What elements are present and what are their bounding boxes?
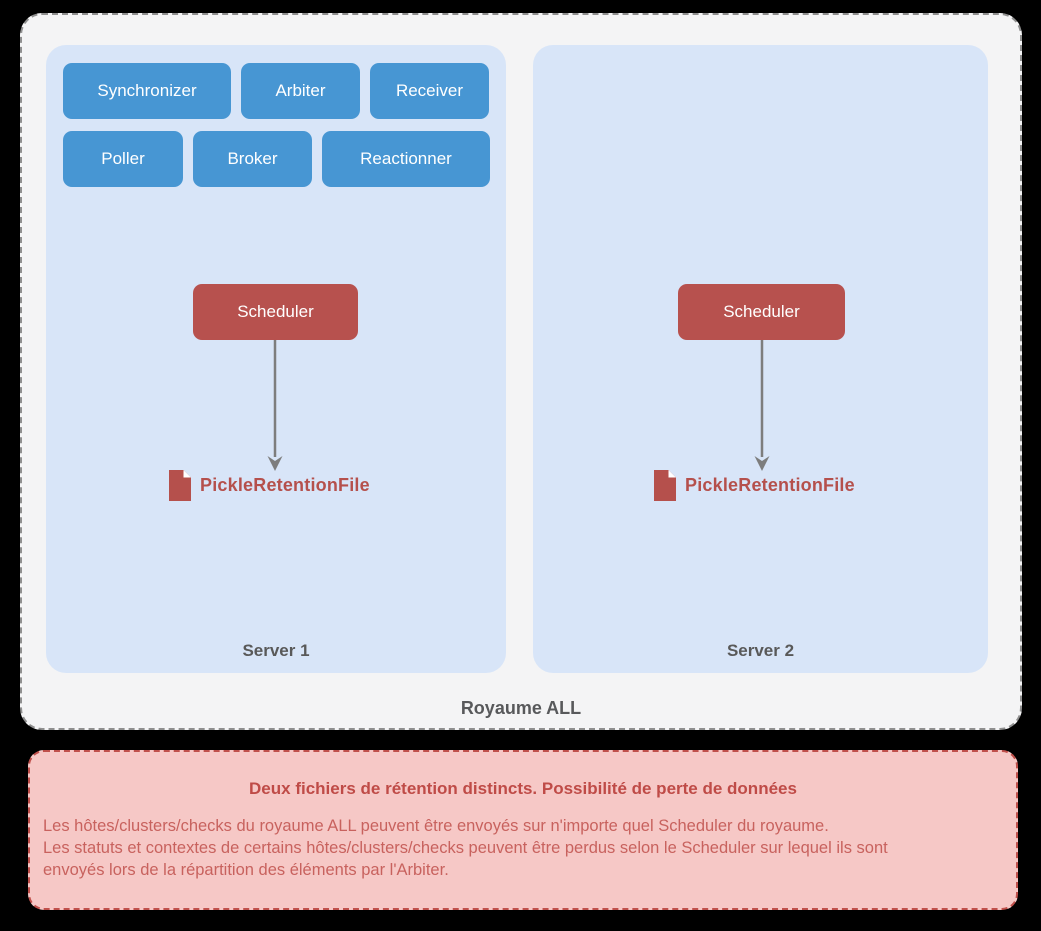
file-icon — [654, 470, 676, 501]
scheduler-to-file-arrow — [754, 340, 770, 471]
retention-file-server-1: PickleRetentionFile — [168, 469, 370, 502]
retention-file-server-2: PickleRetentionFile — [653, 469, 855, 502]
daemon-box-receiver: Receiver — [370, 63, 489, 119]
daemon-box-arbiter: Arbiter — [241, 63, 360, 119]
royaume-all-container: Synchronizer Arbiter Receiver Poller Bro… — [20, 13, 1022, 730]
scheduler-box-server-1: Scheduler — [193, 284, 358, 340]
scheduler-to-file-arrow — [267, 340, 283, 471]
daemon-box-poller: Poller — [63, 131, 183, 187]
daemon-box-broker: Broker — [193, 131, 312, 187]
server-1-panel: Synchronizer Arbiter Receiver Poller Bro… — [46, 45, 506, 673]
warning-body: Les hôtes/clusters/checks du royaume ALL… — [43, 817, 888, 879]
warning-panel: Deux fichiers de rétention distincts. Po… — [28, 750, 1018, 910]
warning-title: Deux fichiers de rétention distincts. Po… — [249, 779, 797, 798]
daemon-box-reactionner: Reactionner — [322, 131, 490, 187]
retention-file-label: PickleRetentionFile — [685, 475, 855, 495]
retention-file-label: PickleRetentionFile — [200, 475, 370, 495]
scheduler-box-server-2: Scheduler — [678, 284, 845, 340]
realm-label: Royaume ALL — [460, 698, 582, 718]
file-icon — [169, 470, 191, 501]
server-2-panel: Scheduler PickleRetentionFile Server 2 — [533, 45, 988, 673]
server-1-label: Server 1 — [242, 641, 310, 660]
daemon-box-synchronizer: Synchronizer — [63, 63, 231, 119]
server-2-label: Server 2 — [726, 641, 795, 660]
